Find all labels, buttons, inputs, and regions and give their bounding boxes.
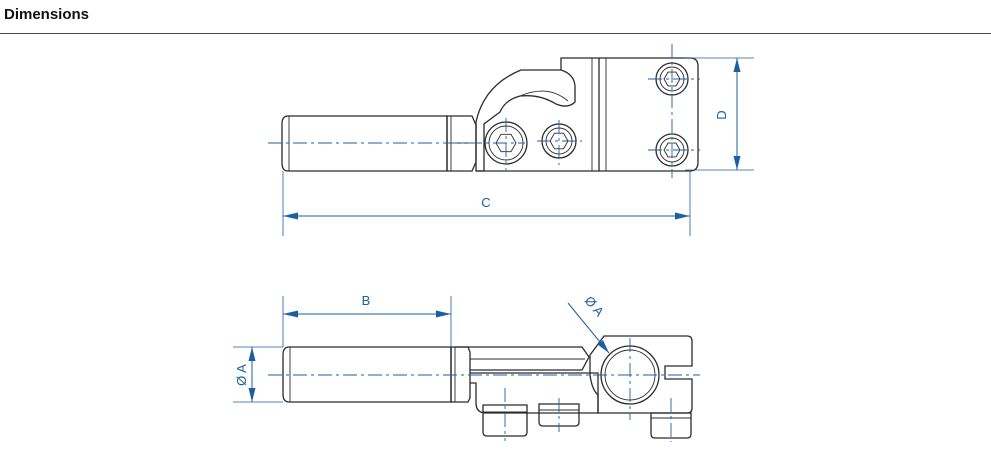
- hex-nut-side: [450, 346, 471, 403]
- clamp-arm-side: [455, 346, 590, 371]
- top-view: C D: [268, 44, 754, 236]
- dimension-d-label: D: [714, 110, 729, 119]
- side-view: B Ø A Ø A: [233, 293, 700, 442]
- screw-side-3: [650, 412, 692, 439]
- screw-side-1: [482, 404, 528, 437]
- base-plate-side: [470, 372, 599, 414]
- rod-side: [282, 346, 452, 403]
- section-header: Dimensions: [0, 0, 991, 34]
- clamp-arm-top: [475, 69, 576, 172]
- flange-top: [599, 57, 699, 172]
- dimension-a-bore-label: Ø A: [582, 293, 608, 319]
- clamp-body-top: [476, 57, 600, 172]
- dimension-a-side-label: Ø A: [234, 364, 249, 386]
- rod-top: [281, 115, 448, 172]
- section-title: Dimensions: [4, 6, 90, 23]
- dimension-b-label: B: [362, 293, 371, 308]
- dimension-c-label: C: [481, 195, 490, 210]
- screw-side-2: [538, 403, 580, 427]
- clamp-head-side: [589, 335, 693, 414]
